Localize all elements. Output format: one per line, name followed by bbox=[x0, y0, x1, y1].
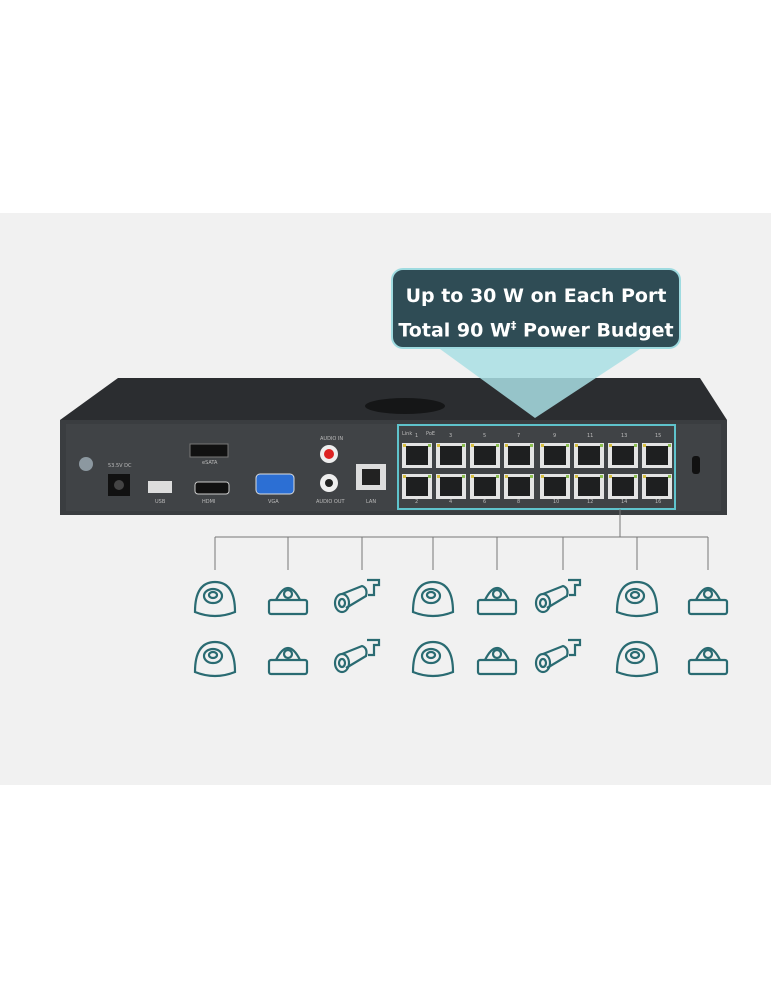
callout-beam bbox=[440, 349, 640, 418]
poe-port-13[interactable] bbox=[608, 443, 638, 468]
port-number: 9 bbox=[553, 433, 556, 439]
dome-camera-icon bbox=[193, 580, 237, 618]
poe-port-6[interactable] bbox=[470, 474, 500, 499]
link-label: Link bbox=[402, 431, 412, 437]
poe-port-11[interactable] bbox=[574, 443, 604, 468]
poe-port-8[interactable] bbox=[504, 474, 534, 499]
bullet-camera-icon bbox=[333, 638, 381, 674]
port-number: 14 bbox=[621, 499, 627, 505]
poe-port-4[interactable] bbox=[436, 474, 466, 499]
ground-screw bbox=[79, 457, 93, 471]
port-number: 7 bbox=[517, 433, 520, 439]
callout-line-1: Up to 30 W on Each Port bbox=[405, 285, 667, 307]
port-number: 13 bbox=[621, 433, 627, 439]
hdmi-port[interactable] bbox=[194, 481, 230, 495]
poe-port-7[interactable] bbox=[504, 443, 534, 468]
turret-camera-icon bbox=[476, 646, 518, 676]
usb-port[interactable] bbox=[148, 481, 172, 493]
turret-camera-icon bbox=[476, 586, 518, 616]
connection-lines bbox=[215, 509, 708, 538]
poe-port-16[interactable] bbox=[642, 474, 672, 499]
kensington-lock bbox=[692, 456, 700, 474]
vga-port[interactable] bbox=[255, 473, 295, 495]
usb-label: USB bbox=[155, 499, 166, 505]
port-number: 1 bbox=[415, 433, 418, 439]
port-number: 2 bbox=[415, 499, 418, 505]
device-logo-dome bbox=[365, 398, 445, 414]
audio-in-label: AUDIO IN bbox=[320, 436, 343, 442]
dome-camera-icon bbox=[411, 580, 455, 618]
esata-label: eSATA bbox=[202, 460, 218, 466]
port-number: 10 bbox=[553, 499, 559, 505]
poe-label: PoE bbox=[426, 431, 435, 437]
dome-camera-icon bbox=[411, 640, 455, 678]
audio-out-label: AUDIO OUT bbox=[316, 499, 346, 505]
port-number: 3 bbox=[449, 433, 452, 439]
poe-port-15[interactable] bbox=[642, 443, 672, 468]
port-number: 11 bbox=[587, 433, 593, 439]
port-number: 12 bbox=[587, 499, 593, 505]
poe-port-5[interactable] bbox=[470, 443, 500, 468]
lan-label: LAN bbox=[366, 499, 376, 505]
poe-port-12[interactable] bbox=[574, 474, 604, 499]
bullet-camera-icon bbox=[333, 578, 381, 614]
bullet-camera-icon bbox=[534, 638, 582, 674]
turret-camera-icon bbox=[267, 646, 309, 676]
port-number: 4 bbox=[449, 499, 452, 505]
power-label: 53.5V DC bbox=[108, 463, 132, 469]
port-number: 16 bbox=[655, 499, 661, 505]
callout-line-2: Total 90 W‡ Power Budget bbox=[398, 319, 674, 342]
port-number: 15 bbox=[655, 433, 661, 439]
poe-port-10[interactable] bbox=[540, 474, 570, 499]
poe-port-1[interactable] bbox=[402, 443, 432, 468]
poe-port-14[interactable] bbox=[608, 474, 638, 499]
poe-port-2[interactable] bbox=[402, 474, 432, 499]
camera-grid bbox=[193, 537, 729, 678]
power-callout: Up to 30 W on Each Port Total 90 W‡ Powe… bbox=[391, 268, 681, 349]
port-number: 8 bbox=[517, 499, 520, 505]
dome-camera-icon bbox=[615, 640, 659, 678]
turret-camera-icon bbox=[687, 646, 729, 676]
dome-camera-icon bbox=[193, 640, 237, 678]
poe-highlight bbox=[397, 424, 676, 510]
poe-port-3[interactable] bbox=[436, 443, 466, 468]
port-number: 6 bbox=[483, 499, 486, 505]
turret-camera-icon bbox=[267, 586, 309, 616]
turret-camera-icon bbox=[687, 586, 729, 616]
vga-label: VGA bbox=[268, 499, 279, 505]
dome-camera-icon bbox=[615, 580, 659, 618]
port-number: 5 bbox=[483, 433, 486, 439]
bullet-camera-icon bbox=[534, 578, 582, 614]
hdmi-label: HDMI bbox=[202, 499, 215, 505]
poe-port-9[interactable] bbox=[540, 443, 570, 468]
esata-port[interactable] bbox=[189, 443, 229, 458]
